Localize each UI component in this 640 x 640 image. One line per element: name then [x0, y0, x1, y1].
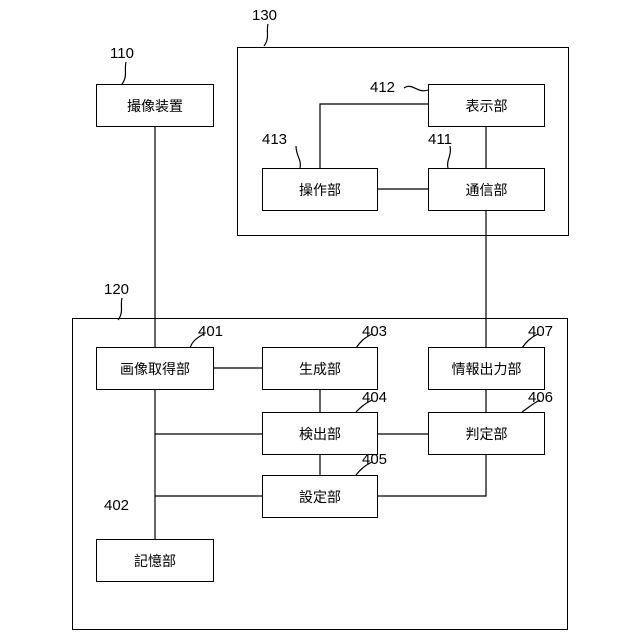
ref-402: 402 [104, 498, 129, 513]
ref-403: 403 [362, 324, 387, 339]
ref-404: 404 [362, 390, 387, 405]
block-communication-unit: 通信部 [428, 168, 545, 211]
block-operation-unit: 操作部 [262, 168, 378, 211]
block-label: 撮像装置 [127, 96, 183, 116]
ref-401: 401 [198, 324, 223, 339]
block-label: 表示部 [466, 96, 508, 116]
block-judgment-unit: 判定部 [428, 412, 545, 455]
ref-406: 406 [528, 390, 553, 405]
block-display-unit: 表示部 [428, 84, 545, 127]
ref-413: 413 [262, 132, 287, 147]
block-info-output-unit: 情報出力部 [428, 347, 545, 390]
block-label: 情報出力部 [452, 359, 522, 379]
block-generation-unit: 生成部 [262, 347, 378, 390]
ref-405: 405 [362, 452, 387, 467]
block-label: 通信部 [466, 180, 508, 200]
block-label: 判定部 [466, 424, 508, 444]
block-label: 設定部 [299, 487, 341, 507]
block-setting-unit: 設定部 [262, 475, 378, 518]
block-label: 操作部 [299, 180, 341, 200]
block-label: 記憶部 [134, 551, 176, 571]
block-label: 検出部 [299, 424, 341, 444]
ref-407: 407 [528, 324, 553, 339]
block-label: 生成部 [299, 359, 341, 379]
ref-412: 412 [370, 80, 395, 95]
block-imaging-device: 撮像装置 [96, 84, 214, 127]
block-detection-unit: 検出部 [262, 412, 378, 455]
block-image-acquisition-unit: 画像取得部 [96, 347, 214, 390]
ref-411: 411 [428, 132, 452, 147]
block-label: 画像取得部 [120, 359, 190, 379]
ref-120: 120 [104, 282, 129, 297]
ref-110: 110 [110, 46, 134, 61]
ref-130: 130 [252, 8, 277, 23]
block-storage-unit: 記憶部 [96, 539, 214, 582]
